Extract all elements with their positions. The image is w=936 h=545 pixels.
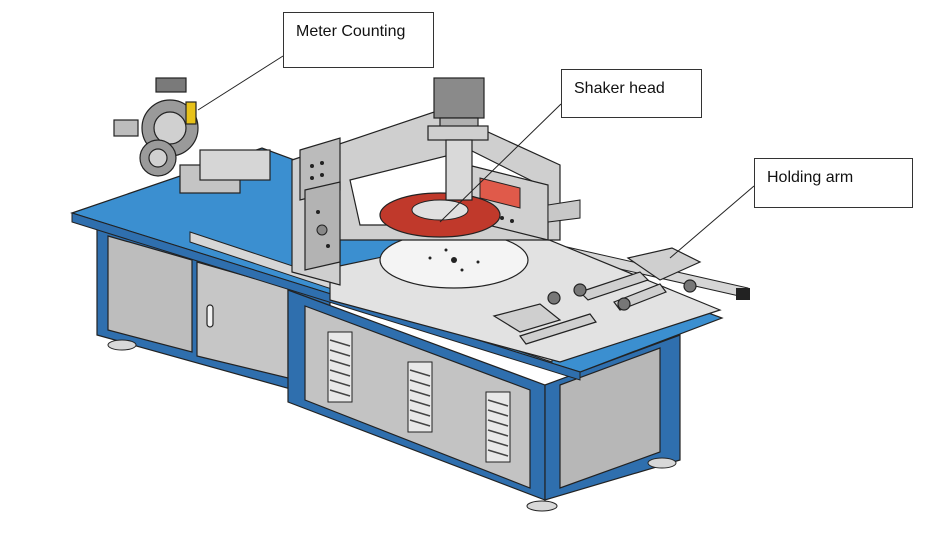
callout-meter-counting: Meter Counting <box>283 12 434 68</box>
callout-holding-arm: Holding arm <box>754 158 913 208</box>
leveling-feet <box>107 339 677 512</box>
meter-counting-unit <box>113 77 271 194</box>
holding-arms <box>492 247 702 345</box>
rail-end-cap <box>736 288 750 300</box>
shaker-cylinder <box>427 77 489 201</box>
vent-grilles <box>327 331 511 463</box>
control-panels <box>310 161 330 248</box>
leader-lines <box>197 55 755 259</box>
callout-shaker-head: Shaker head <box>561 69 702 118</box>
